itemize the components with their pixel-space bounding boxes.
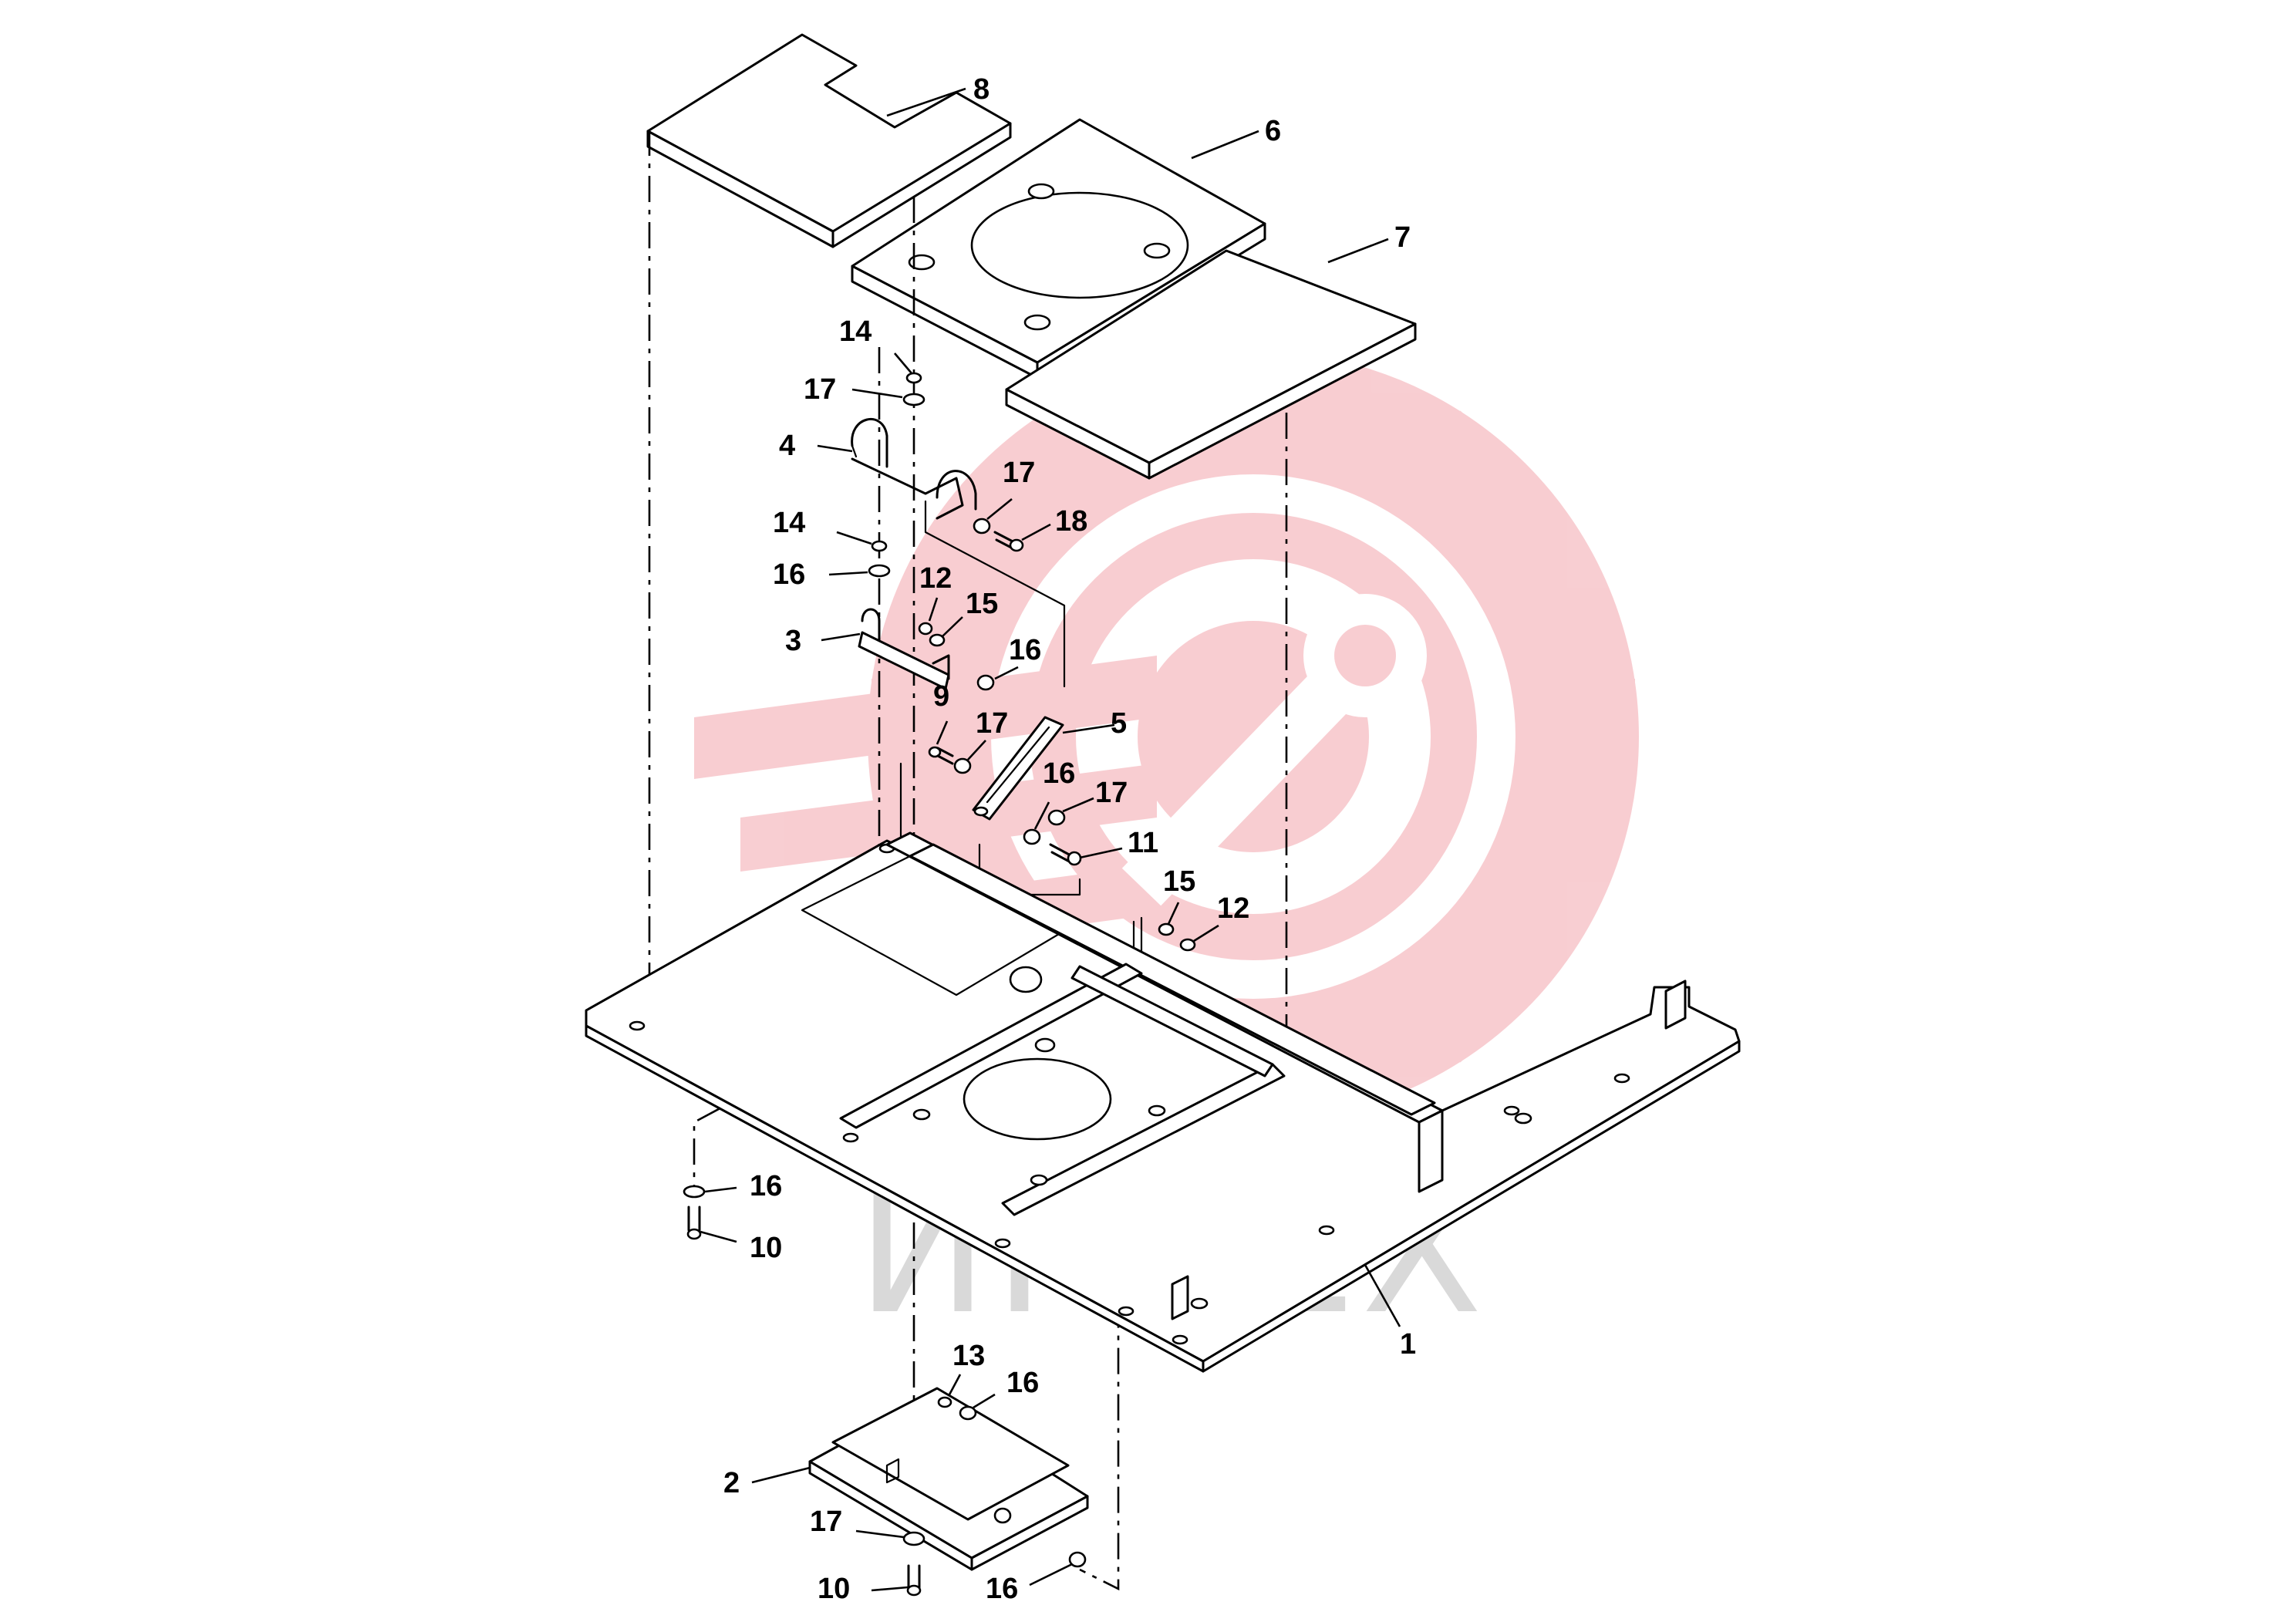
label-part-17: 17 [810,1506,842,1538]
label-part-16: 16 [1009,634,1041,666]
label-part-16: 16 [1043,757,1075,790]
watermark-gear [694,309,1639,1172]
bracket-3 [858,608,950,690]
label-part-10: 10 [818,1573,850,1605]
label-part-18: 18 [1055,505,1087,538]
label-part-17: 17 [1003,457,1035,489]
label-part-13: 13 [952,1340,985,1372]
fasteners [683,372,1196,1597]
label-part-10: 10 [750,1232,782,1264]
link-5 [972,716,1064,821]
label-part-16: 16 [986,1573,1018,1605]
label-part-4: 4 [779,430,795,462]
hook-4 [851,418,977,520]
label-part-3: 3 [785,625,801,657]
cover-plate-2 [808,1387,1089,1571]
label-part-17: 17 [1095,777,1128,809]
label-part-5: 5 [1111,707,1127,740]
label-part-15: 15 [966,588,998,620]
label-part-14: 14 [773,507,805,539]
label-part-6: 6 [1265,115,1281,147]
label-part-16: 16 [1006,1367,1039,1399]
label-part-9: 9 [933,680,949,713]
label-part-16: 16 [750,1170,782,1202]
label-part-15: 15 [1163,865,1195,898]
label-part-17: 17 [804,373,836,406]
label-part-2: 2 [723,1467,740,1499]
label-part-7: 7 [1394,221,1411,254]
base-plate-1 [585,831,1741,1373]
label-part-1: 1 [1400,1328,1416,1361]
label-part-14: 14 [839,315,872,348]
pad-8 [646,33,1012,248]
plate-7 [1005,249,1417,480]
label-part-12: 12 [919,562,952,595]
label-part-8: 8 [973,73,990,106]
leader-lines [700,87,1401,1592]
label-part-12: 12 [1217,892,1249,925]
part-labels: 8 6 7 14 17 4 17 18 14 16 12 15 3 16 9 1… [723,73,1416,1605]
label-part-11: 11 [1128,827,1158,859]
label-part-16: 16 [773,558,805,591]
label-part-17: 17 [976,707,1008,740]
